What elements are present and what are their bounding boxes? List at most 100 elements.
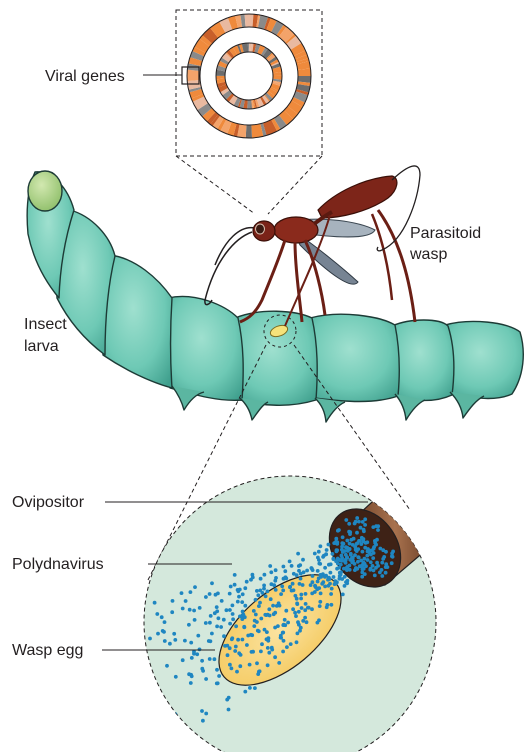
virus-particle [384, 571, 388, 575]
virus-particle [321, 580, 325, 584]
virus-particle [299, 597, 303, 601]
virus-particle [214, 593, 218, 597]
virus-particle [222, 634, 226, 638]
virus-particle [355, 516, 359, 520]
gene-band [247, 100, 250, 109]
virus-particle [375, 538, 379, 542]
virus-particle [330, 603, 334, 607]
virus-particle [337, 566, 341, 570]
virus-particle [272, 612, 276, 616]
virus-particle [318, 604, 322, 608]
virus-particle [327, 563, 331, 567]
virus-particle [263, 573, 267, 577]
virus-particle [270, 582, 274, 586]
virus-particle [295, 573, 299, 577]
virus-particle [380, 561, 384, 565]
virus-particle [227, 708, 231, 712]
insect-larva [27, 171, 523, 422]
virus-particle [181, 658, 185, 662]
virus-particle [353, 568, 357, 572]
polydnavirus-label: Polydnavirus [12, 556, 104, 573]
ovipositor-inset: Ovipositor Polydnavirus Wasp egg [12, 476, 436, 752]
virus-particle [304, 602, 308, 606]
virus-particle [246, 634, 250, 638]
virus-particle [241, 592, 245, 596]
virus-particle [303, 608, 307, 612]
virus-particle [198, 648, 202, 652]
virus-particle [372, 545, 376, 549]
virus-particle [189, 681, 193, 685]
larva-segment [102, 255, 172, 388]
virus-particle [277, 661, 281, 665]
virus-particle [217, 616, 221, 620]
virus-particle [293, 611, 297, 615]
virus-particle [190, 656, 194, 660]
virus-particle [228, 663, 232, 667]
virus-particle [208, 621, 212, 625]
virus-particle [319, 592, 323, 596]
virus-particle [223, 644, 227, 648]
virus-particle [279, 592, 283, 596]
virus-particle [172, 632, 176, 636]
virus-particle [114, 666, 118, 670]
larva-head [28, 171, 62, 211]
virus-particle [327, 543, 331, 547]
virus-particle [234, 645, 238, 649]
virus-particle [210, 632, 214, 636]
virus-particle [269, 597, 273, 601]
virus-particle [259, 650, 263, 654]
virus-particle [319, 573, 323, 577]
virus-particle [311, 574, 315, 578]
virus-particle [230, 667, 234, 671]
virus-particle [267, 651, 271, 655]
virus-particle [230, 636, 234, 640]
virus-particle [269, 570, 273, 574]
virus-particle [209, 639, 213, 643]
virus-particle [192, 609, 196, 613]
virus-particle [282, 565, 286, 569]
virus-particle [301, 619, 305, 623]
virus-particle [229, 585, 233, 589]
virus-particle [213, 657, 217, 661]
virus-particle [344, 518, 348, 522]
virus-particle [295, 602, 299, 606]
virus-particle [174, 675, 178, 679]
virus-particle [329, 571, 333, 575]
virus-particle [201, 669, 205, 673]
virus-particle [255, 589, 259, 593]
virus-particle [297, 610, 301, 614]
virus-particle [254, 598, 258, 602]
virus-particle [340, 556, 344, 560]
virus-particle [266, 590, 270, 594]
virus-particle [236, 588, 240, 592]
virus-particle [255, 661, 259, 665]
virus-particle [334, 537, 338, 541]
virus-particle [291, 582, 295, 586]
virus-particle [295, 640, 299, 644]
virus-particle [323, 585, 327, 589]
virus-particle [208, 592, 212, 596]
virus-particle [382, 555, 386, 559]
virus-particle [236, 600, 240, 604]
virus-particle [279, 634, 283, 638]
zoom-line [268, 156, 322, 214]
parasitoid-wasp-label-line2: wasp [409, 246, 447, 263]
virus-particle [204, 621, 208, 625]
virus-particle [313, 584, 317, 588]
virus-particle [283, 618, 287, 622]
virus-particle [365, 540, 369, 544]
virus-particle [276, 624, 280, 628]
virus-particle [289, 642, 293, 646]
virus-particle [259, 617, 263, 621]
virus-particle [298, 629, 302, 633]
virus-particle [380, 574, 384, 578]
virus-particle [290, 564, 294, 568]
virus-particle [250, 633, 254, 637]
virus-particle [305, 620, 309, 624]
virus-particle [264, 594, 268, 598]
virus-particle [362, 540, 366, 544]
virus-particle [333, 582, 337, 586]
virus-particle [267, 607, 271, 611]
virus-particle [147, 693, 151, 697]
virus-particle [344, 580, 348, 584]
